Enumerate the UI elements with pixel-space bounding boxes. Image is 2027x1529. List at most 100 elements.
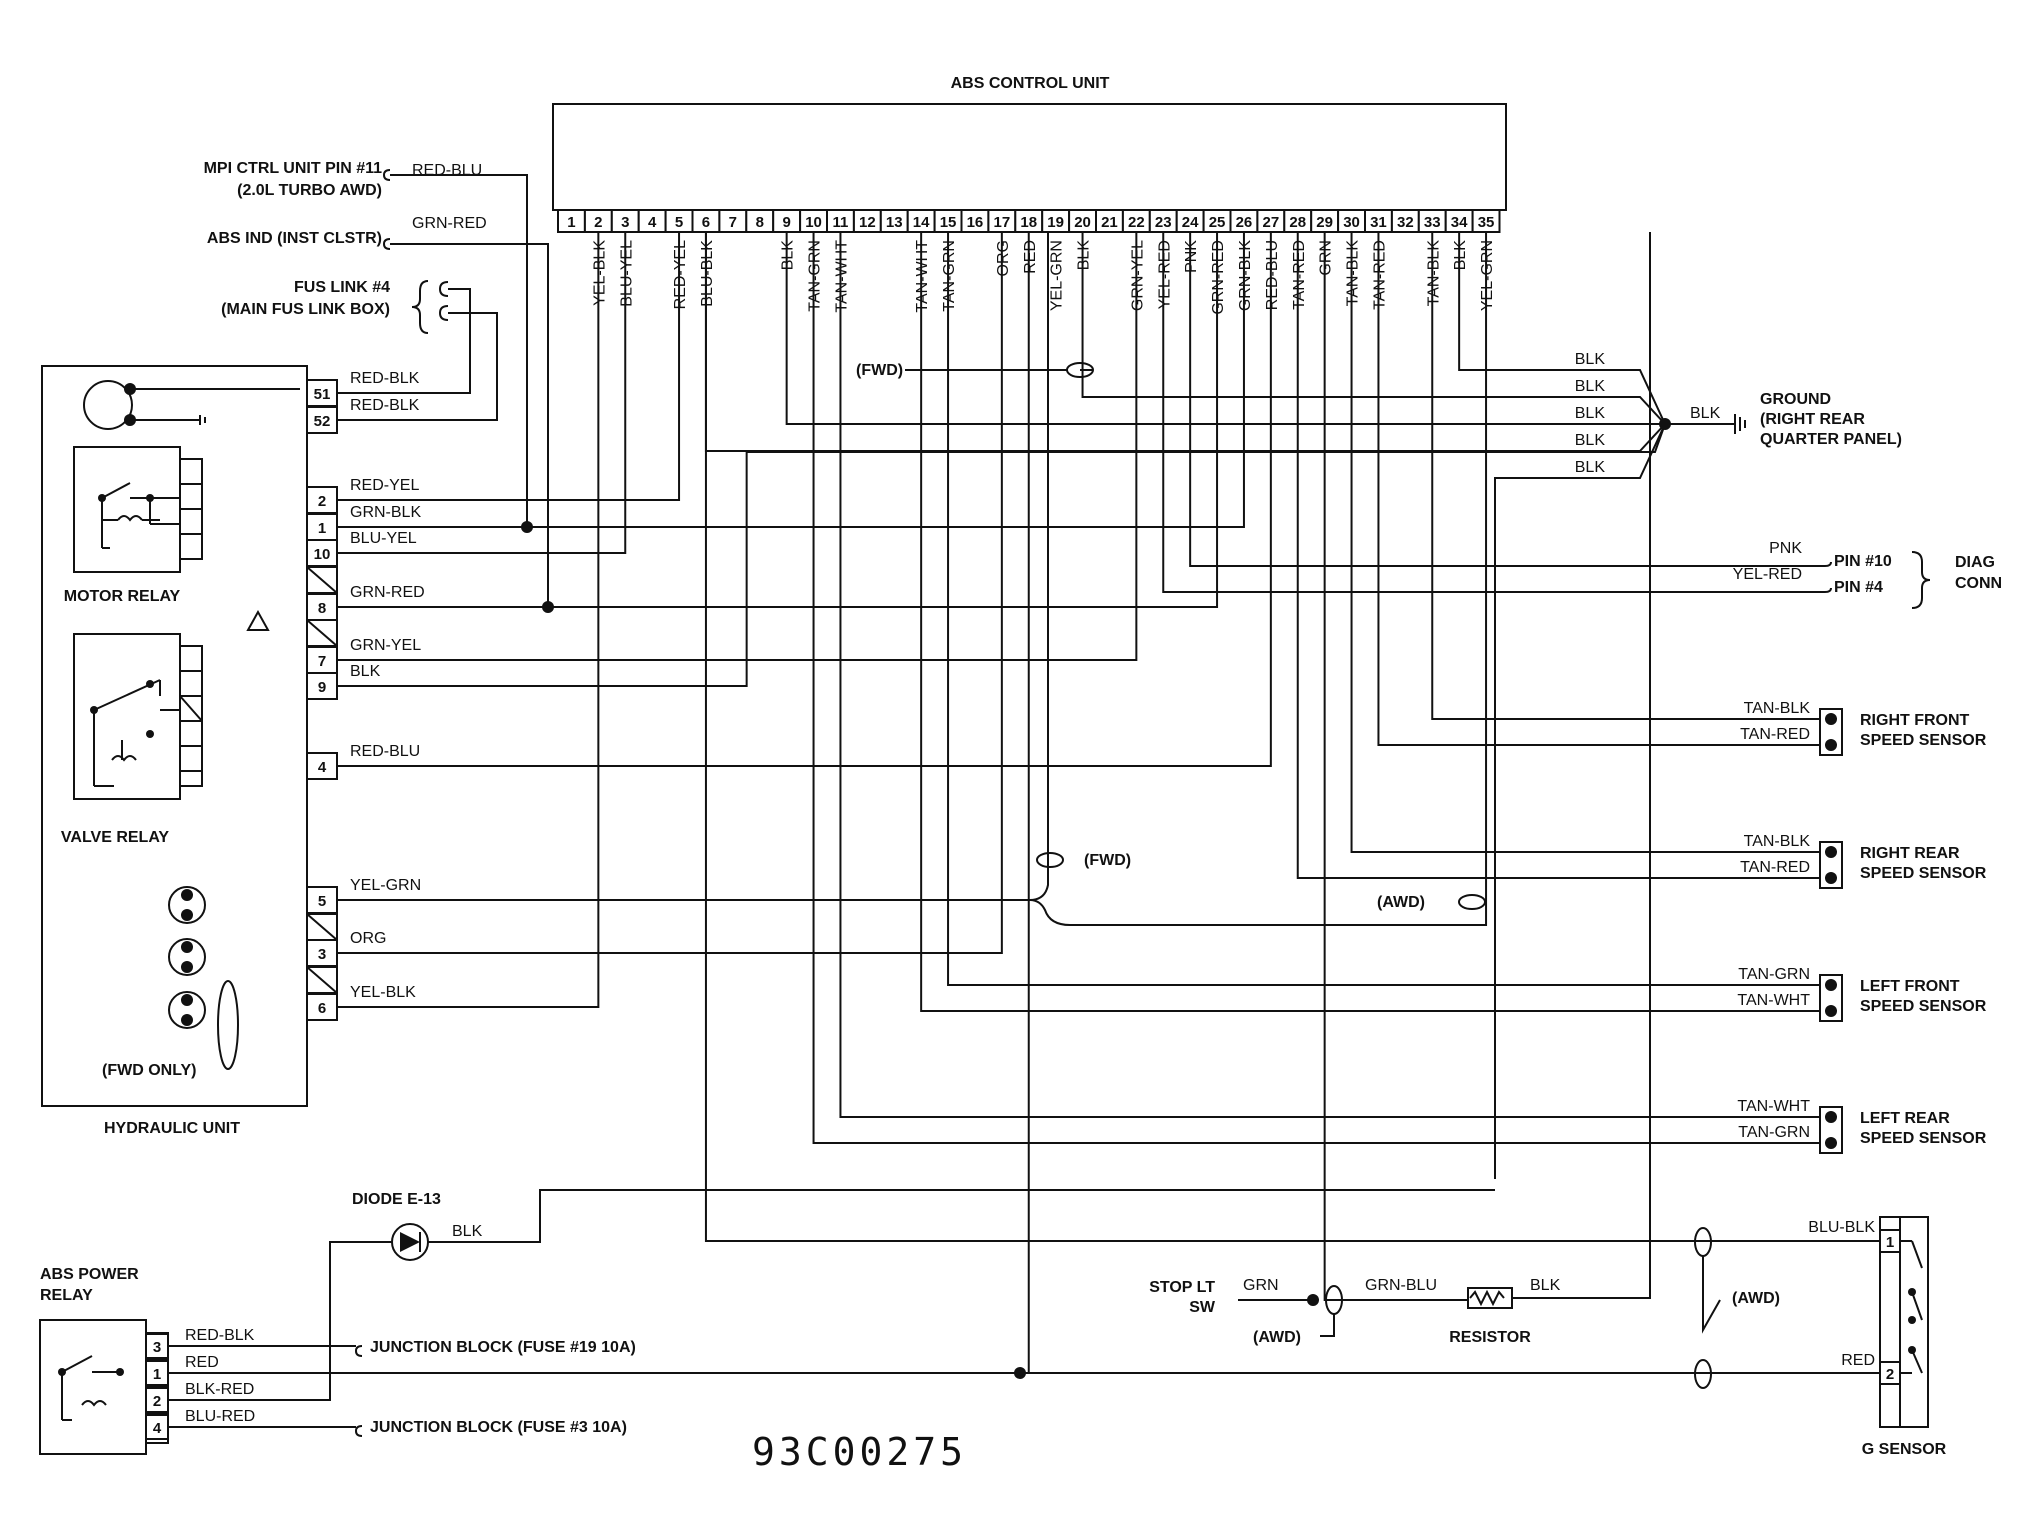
awd-mid-label: (AWD): [1377, 894, 1425, 911]
resistor-wire-in: GRN-BLU: [1365, 1277, 1437, 1294]
motor-symbol: [83, 380, 133, 430]
abs-pin-wire-label: RED-BLU: [1264, 240, 1281, 310]
g-sensor: 1 2 BLU-BLK RED G SENSOR (AWD): [1694, 1216, 1947, 1458]
abs-pin-number: 11: [833, 214, 849, 231]
abs-pin-number: 10: [805, 214, 822, 231]
speed-sensor-wire1: TAN-GRN: [1738, 966, 1810, 983]
abs-pin-number: 9: [782, 214, 790, 231]
abs-pin-number: 8: [756, 214, 764, 231]
abs-pin-number: 5: [675, 214, 683, 231]
hyd-pin-number: 2: [318, 493, 326, 510]
abs-pin-wire-label: TAN-WHT: [914, 240, 931, 313]
abs-pin-number: 12: [859, 214, 876, 231]
power-relay-wire: RED: [185, 1354, 219, 1371]
hyd-wire-label: GRN-RED: [350, 584, 425, 601]
hydraulic-unit-title: HYDRAULIC UNIT: [104, 1120, 240, 1137]
abs-pin-wire-label: BLK: [780, 240, 797, 271]
power-relay-pin-number: 2: [153, 1393, 161, 1410]
abs-pin-1: 1: [557, 209, 586, 233]
ground-blk-wire: BLK: [1575, 405, 1606, 422]
hyd-wire-label: BLK: [350, 663, 381, 680]
valve-relay-box: [73, 633, 181, 800]
hyd-pin-number: 51: [314, 386, 331, 403]
ground-icon: [1665, 414, 1746, 434]
solenoid-group: [168, 886, 239, 1070]
ground-label-2: (RIGHT REAR: [1760, 411, 1865, 428]
abs-pin-number: 32: [1397, 214, 1414, 231]
hyd-pin-number: 52: [314, 413, 331, 430]
abs-pin-number: 6: [702, 214, 710, 231]
speed-sensor-label-2: SPEED SENSOR: [1860, 865, 1987, 882]
abs-pin-wire-label: ORG: [995, 240, 1012, 276]
power-relay-pin-3: 3 RED-BLK: [145, 1327, 255, 1359]
stop-lt-awd: (AWD): [1253, 1329, 1301, 1346]
speed-sensor-label-2: SPEED SENSOR: [1860, 1130, 1987, 1147]
abs-pin-wire-label: TAN-RED: [1371, 240, 1388, 310]
speed-sensor-wire2: TAN-RED: [1740, 726, 1810, 743]
diode-icon: [400, 1232, 420, 1252]
speed-sensor-label-2: SPEED SENSOR: [1860, 998, 1987, 1015]
ground-blk-wire: BLK: [1575, 378, 1606, 395]
abs-pin-number: 13: [886, 214, 903, 231]
abs-pin-wire-label: TAN-BLK: [1345, 240, 1362, 307]
hyd-wire-label: GRN-BLK: [350, 504, 421, 521]
power-relay-pin-number: 3: [153, 1339, 161, 1356]
abs-pin-wire-label: TAN-RED: [1291, 240, 1308, 310]
abs-pin-wire-label: GRN-RED: [1210, 240, 1227, 315]
abs-pin-wire-label: YEL-RED: [1156, 240, 1173, 309]
g-sensor-awd: (AWD): [1732, 1290, 1780, 1307]
hyd-conn-pin-52: 52 RED-BLK: [306, 397, 420, 434]
ground-label-1: GROUND: [1760, 391, 1831, 408]
abs-unit-title: ABS CONTROL UNIT: [951, 75, 1110, 92]
ground-label-3: QUARTER PANEL): [1760, 431, 1902, 448]
speed-sensor-wire2: TAN-RED: [1740, 859, 1810, 876]
abs-pin-number: 28: [1289, 214, 1306, 231]
motor-relay-label: MOTOR RELAY: [64, 588, 181, 605]
hyd-pin-number: 10: [314, 546, 331, 563]
abs-pin-number: 1: [567, 214, 575, 231]
abs-pin-number: 16: [967, 214, 984, 231]
hyd-pin-number: 5: [318, 893, 326, 910]
g-sensor-wire1: BLU-BLK: [1808, 1219, 1875, 1236]
ground-joined-wire: BLK: [1690, 405, 1721, 422]
diag-yel-red-wire: YEL-RED: [1733, 566, 1802, 583]
mpi-wire-label: RED-BLU: [412, 162, 482, 179]
hyd-pin-number: 7: [318, 653, 326, 670]
hyd-pin-number: 4: [318, 759, 327, 776]
abs-pin-wire-label: BLK: [1076, 240, 1093, 271]
resistor-label: RESISTOR: [1449, 1329, 1531, 1346]
wires: [168, 169, 1880, 1428]
speed-sensor-label-1: LEFT REAR: [1860, 1110, 1950, 1127]
abs-pin-wire-label: BLK: [1452, 240, 1469, 271]
speed-sensor-wire1: TAN-BLK: [1744, 700, 1811, 717]
hyd-wire-label: RED-BLK: [350, 397, 420, 414]
ground-blk-wire: BLK: [1575, 459, 1606, 476]
hydraulic-connector: 51RED-BLK52RED-BLK2RED-YEL1GRN-BLK10BLU-…: [306, 370, 425, 1021]
ground-blk-wire: BLK: [1575, 432, 1606, 449]
stop-lt-label-2: SW: [1189, 1299, 1216, 1316]
power-relay-wire: RED-BLK: [185, 1327, 255, 1344]
diag-pin4: PIN #4: [1834, 579, 1883, 596]
g-sensor-pin1: 1: [1886, 1234, 1894, 1251]
motor-relay-box: [73, 446, 181, 573]
power-relay-label-1: ABS POWER: [40, 1266, 139, 1283]
abs-pin-wire-label: YEL-GRN: [1049, 240, 1066, 311]
abs-pin-number: 29: [1316, 214, 1333, 231]
left-signal-labels: MPI CTRL UNIT PIN #11 (2.0L TURBO AWD) R…: [204, 160, 487, 318]
g-sensor-pin2: 2: [1886, 1366, 1894, 1383]
